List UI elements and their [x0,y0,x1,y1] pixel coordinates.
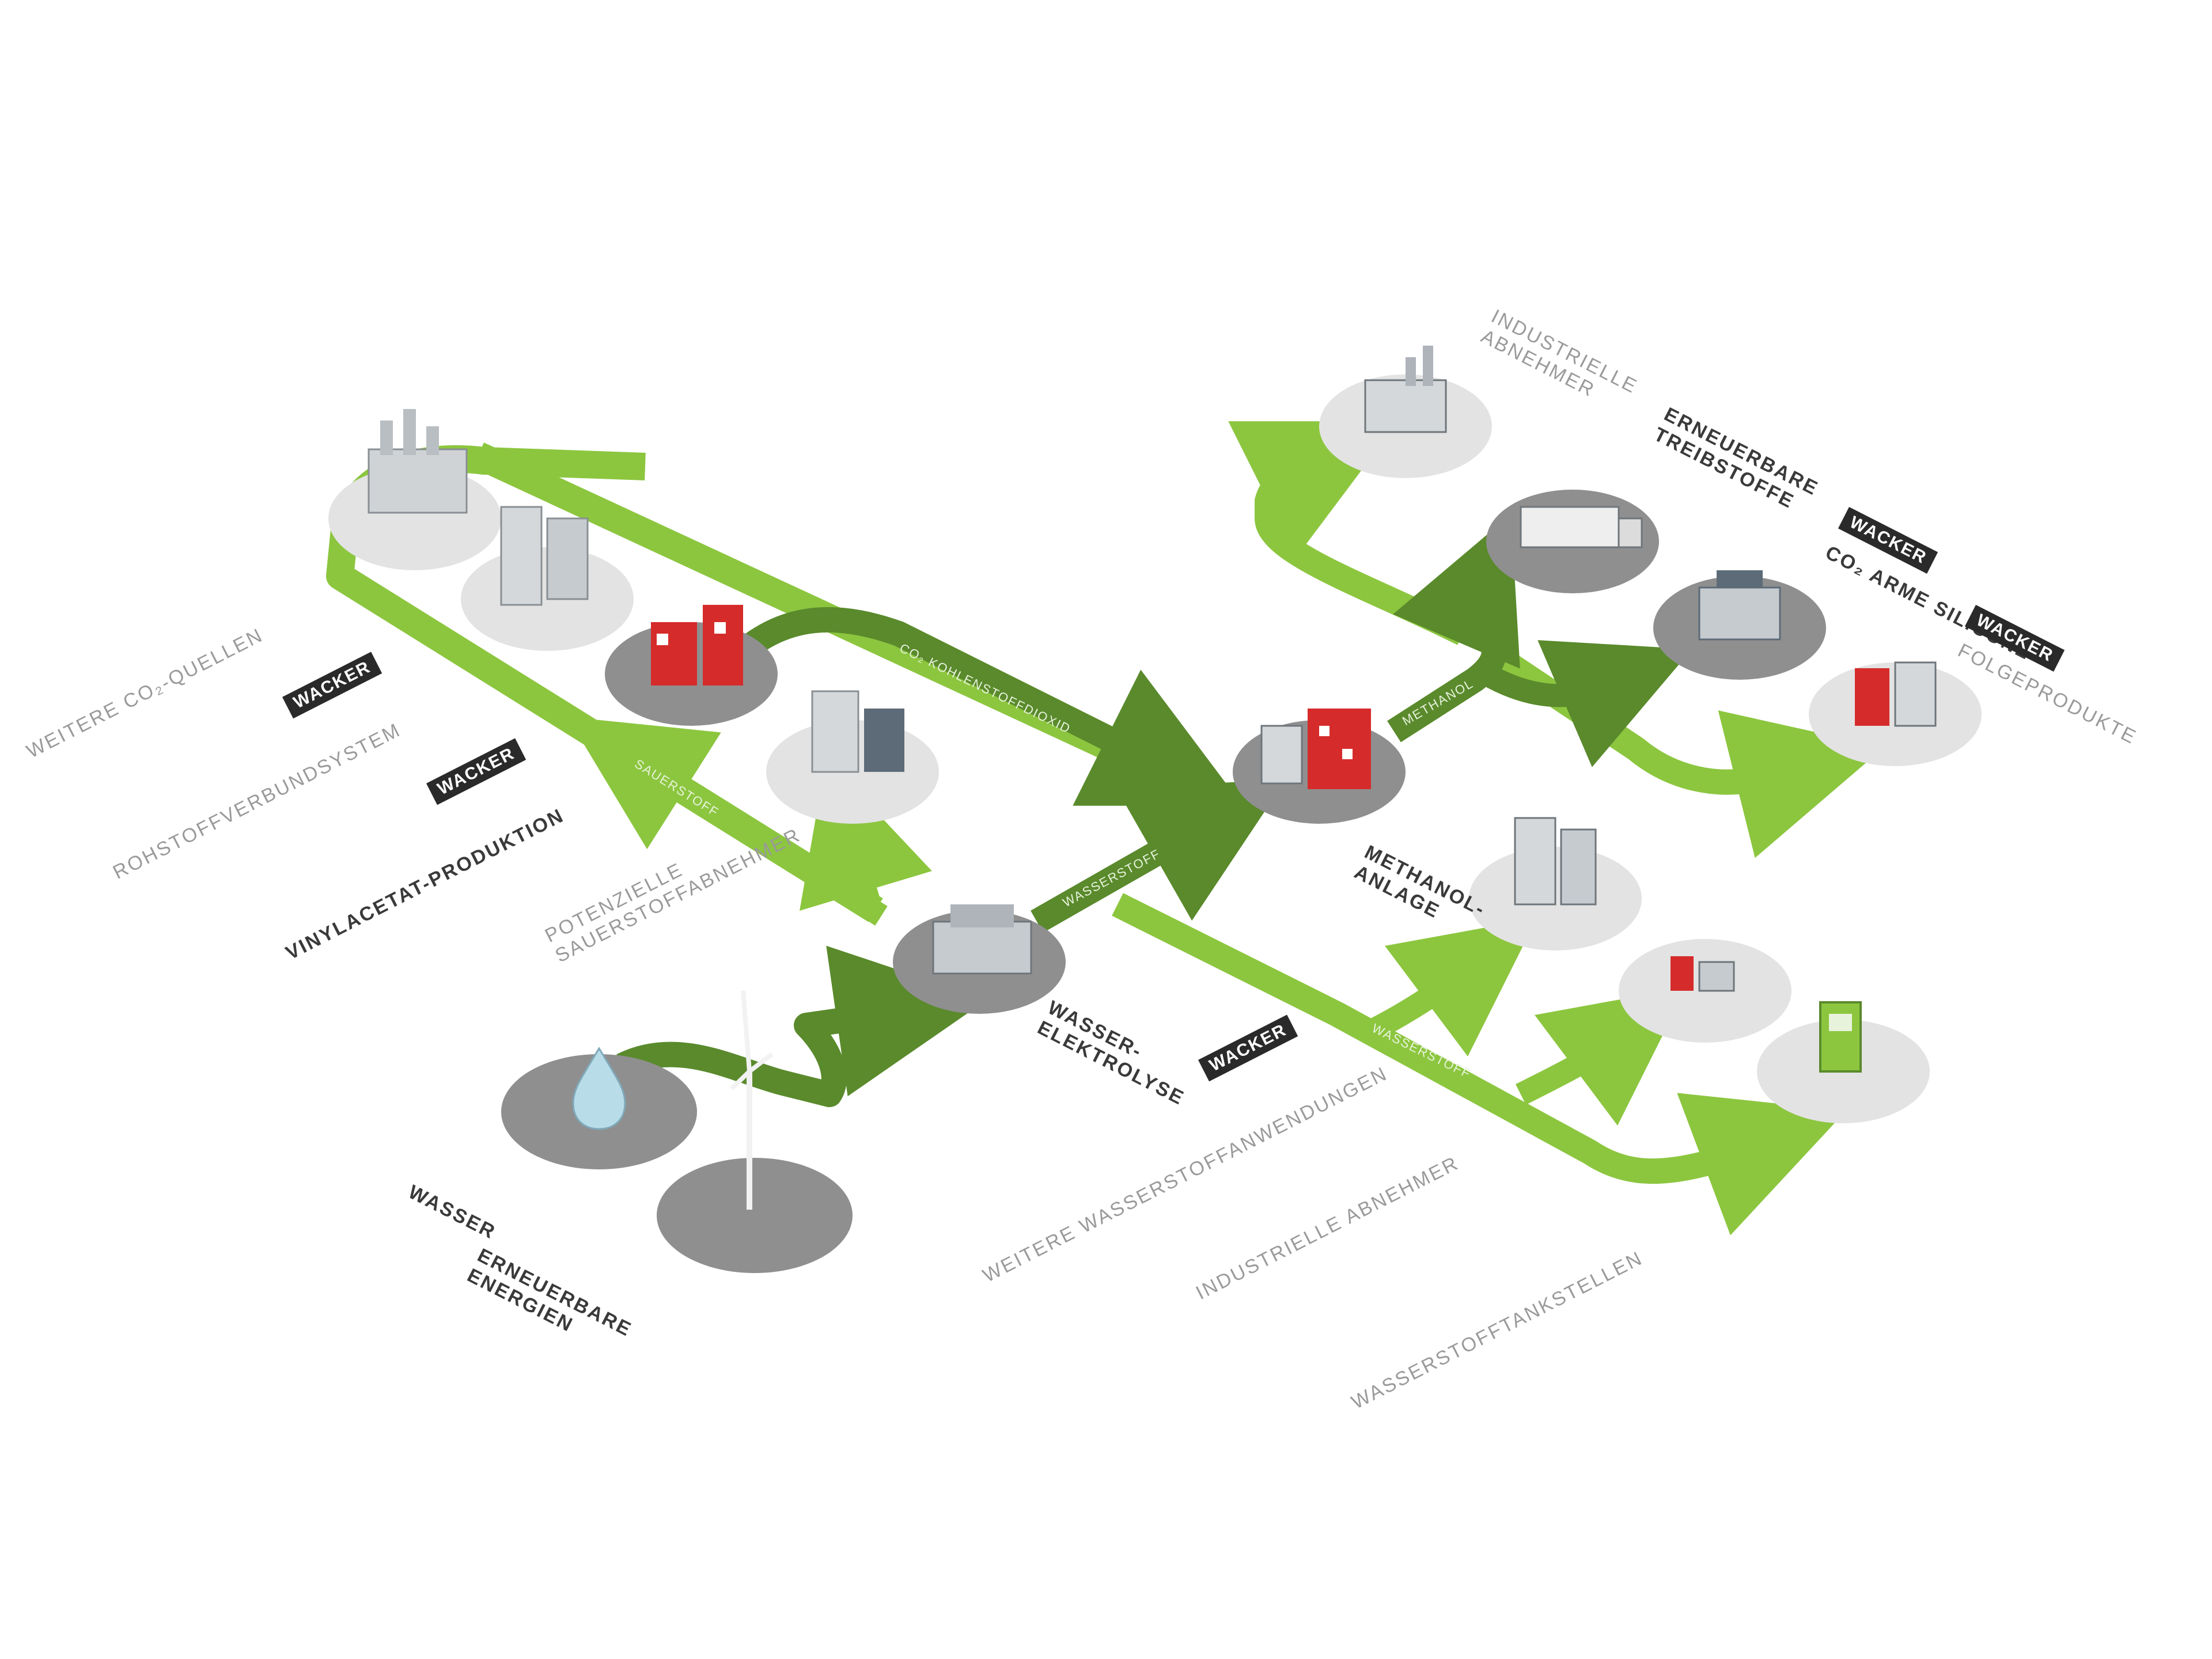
node-tankstelle [1757,1001,1930,1123]
node-co2-source-3 [605,605,778,726]
electrolyzer-icon [932,921,1032,975]
pipe-label-co2: CO₂ KOHLENSTOFFDIOXID [897,641,1073,736]
node-oxygen-consumer [766,690,939,824]
chemical-plant-icon [1855,668,1889,726]
node-hydrogen-consumer-1 [1469,817,1642,950]
building-icon [500,506,543,606]
node-hydrogen-consumer-2 [1619,939,1791,1043]
truck-icon [1520,506,1643,548]
pipe-methanol-to-truck [1393,514,1520,669]
pipe-label-oxygen: SAUERSTOFF [632,756,721,820]
node-industrie [1319,346,1492,478]
fuel-pump-icon [1819,1001,1862,1073]
pipe-methanol-to-silicone [1480,640,1692,767]
industrial-plant-icon [1671,956,1694,991]
node-methanol [1233,709,1406,824]
pipe-hydrogen-branch-2 [1516,987,1687,1126]
pipe-hydrogen-branch-1 [1366,918,1537,1057]
pipe-label-methanol: METHANOL [1400,676,1476,729]
pipe-hydrogen-to-methanol [1031,779,1286,933]
wind-turbine-icon [730,990,774,1210]
node-co2-source-1 [328,409,501,570]
chemical-plant-icon [651,622,697,685]
pipe-hydrogen-main [1112,893,1846,1236]
pipe-energy-in [616,945,988,1107]
factory-icon [368,448,468,514]
pipe-co2-dark [710,607,1243,806]
building-icon [1514,817,1556,906]
pipe-label-hydrogen-a: WASSERSTOFF [1060,846,1163,910]
silicone-plant-icon [1698,586,1781,641]
office-building-icon [811,690,859,773]
node-strom [657,990,853,1273]
node-silicone [1653,570,1826,680]
node-co2-source-2 [461,506,634,651]
node-chemie [1809,661,1982,766]
pipe-oxygen-up [800,758,932,911]
water-drop-icon [572,1047,626,1130]
node-wasser [501,1047,697,1169]
node-elektrolyse [893,904,1066,1014]
node-kraftstoffe [1486,490,1659,593]
factory-icon [1364,379,1447,433]
methanol-plant-icon [1308,709,1371,789]
